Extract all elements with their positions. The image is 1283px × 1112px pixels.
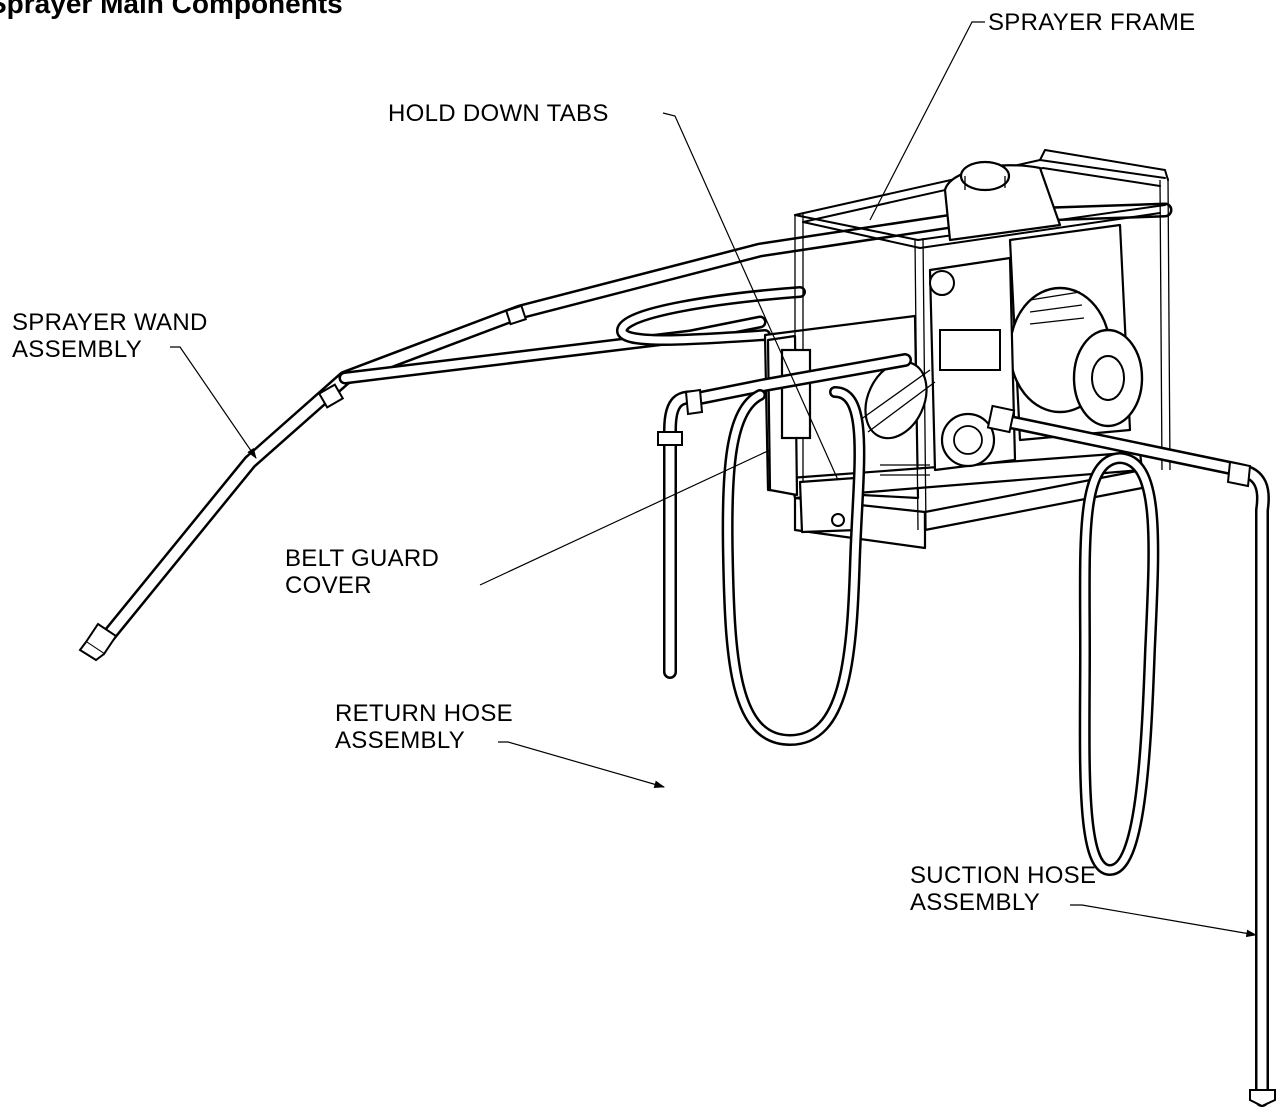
label-sprayer-wand-line2: ASSEMBLY: [12, 336, 143, 363]
label-suction-hose-line2: ASSEMBLY: [910, 889, 1041, 916]
wand-coil-loop: [616, 286, 806, 346]
label-return-hose-assembly: RETURN HOSE ASSEMBLY: [335, 700, 513, 754]
label-belt-guard-line2: COVER: [285, 572, 372, 599]
label-hold-down-tabs: HOLD DOWN TABS: [388, 100, 609, 127]
label-return-hose-line1: RETURN HOSE: [335, 700, 513, 727]
leader-hold-down-tabs: [662, 112, 839, 481]
suction-hose: [986, 404, 1276, 1108]
leader-belt-guard-cover: [479, 449, 771, 586]
wand-coupling: [504, 304, 528, 326]
leader-sprayer-wand: [170, 346, 257, 459]
label-hold-down-tabs-text: HOLD DOWN TABS: [388, 100, 609, 127]
label-sprayer-wand-assembly: SPRAYER WAND ASSEMBLY: [12, 309, 208, 363]
leader-return-hose: [498, 741, 666, 788]
leader-suction-hose: [1070, 904, 1258, 938]
label-belt-guard-line1: BELT GUARD: [285, 545, 440, 572]
fuel-tank: [943, 160, 1062, 242]
label-suction-hose-line1: SUCTION HOSE: [910, 862, 1097, 889]
label-belt-guard-cover: BELT GUARD COVER: [285, 545, 439, 599]
label-sprayer-frame-text: SPRAYER FRAME: [988, 9, 1196, 36]
label-suction-hose-assembly: SUCTION HOSE ASSEMBLY: [910, 862, 1096, 916]
leader-sprayer-frame: [869, 21, 985, 221]
return-hose: [657, 353, 912, 746]
engine-assembly: [1008, 223, 1144, 442]
wand-coupling: [317, 383, 345, 409]
wand-nozzle: [78, 622, 118, 662]
label-sprayer-wand-line1: SPRAYER WAND: [12, 309, 208, 336]
label-return-hose-line2: ASSEMBLY: [335, 727, 466, 754]
page-title: Sprayer Main Components: [0, 0, 343, 19]
label-sprayer-frame: SPRAYER FRAME: [988, 9, 1196, 36]
